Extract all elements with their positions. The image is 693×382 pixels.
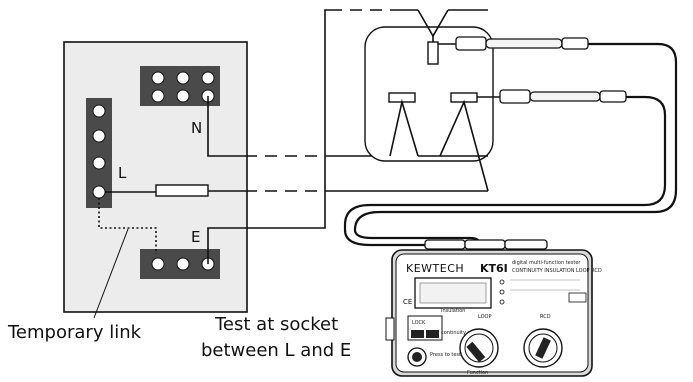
meter-ce-mark: CE bbox=[403, 298, 412, 306]
meter-brand: KEWTECH bbox=[406, 262, 464, 275]
probe-lead-2 bbox=[353, 42, 678, 246]
meter-lock-label: LOCK bbox=[412, 320, 426, 326]
kewtech-meter: KEWTECH KT6I digital multi-function test… bbox=[385, 249, 602, 377]
meter-press-label: Press to test bbox=[430, 352, 461, 358]
temporary-link bbox=[98, 198, 157, 254]
meter-loop-label: LOOP bbox=[478, 314, 492, 320]
temporary-link-leader bbox=[93, 228, 129, 319]
terminal-label-l: L bbox=[118, 164, 127, 182]
probe-lead-1 bbox=[343, 95, 667, 247]
test-probe-earth bbox=[438, 36, 658, 51]
earth-wire bbox=[207, 227, 245, 264]
caption-test-line2: between L and E bbox=[201, 340, 351, 361]
earth-socket-pin bbox=[427, 41, 439, 65]
meter-rcd-label: RCD bbox=[540, 314, 551, 320]
earth-terminal-block bbox=[140, 249, 220, 279]
meter-continuity-label: continuity bbox=[441, 330, 466, 336]
line-terminal-block bbox=[86, 98, 112, 208]
terminal-label-e: E bbox=[191, 228, 200, 246]
terminal-label-n: N bbox=[191, 119, 202, 137]
meter-function-label: Function bbox=[467, 370, 488, 376]
neutral-wire bbox=[207, 96, 245, 157]
neutral-terminal-block bbox=[140, 66, 220, 106]
test-probe-line bbox=[477, 89, 627, 104]
fuse bbox=[155, 184, 209, 197]
caption-temporary-link: Temporary link bbox=[7, 322, 142, 343]
meter-subtitle2: CONTINUITY INSULATION LOOP RCD bbox=[512, 268, 602, 274]
meter-model: KT6I bbox=[480, 262, 508, 275]
meter-insulation-label: Insulation bbox=[441, 308, 465, 314]
caption-test-line1: Test at socket bbox=[214, 314, 338, 335]
meter-subtitle: digital multi-function tester bbox=[512, 260, 581, 266]
